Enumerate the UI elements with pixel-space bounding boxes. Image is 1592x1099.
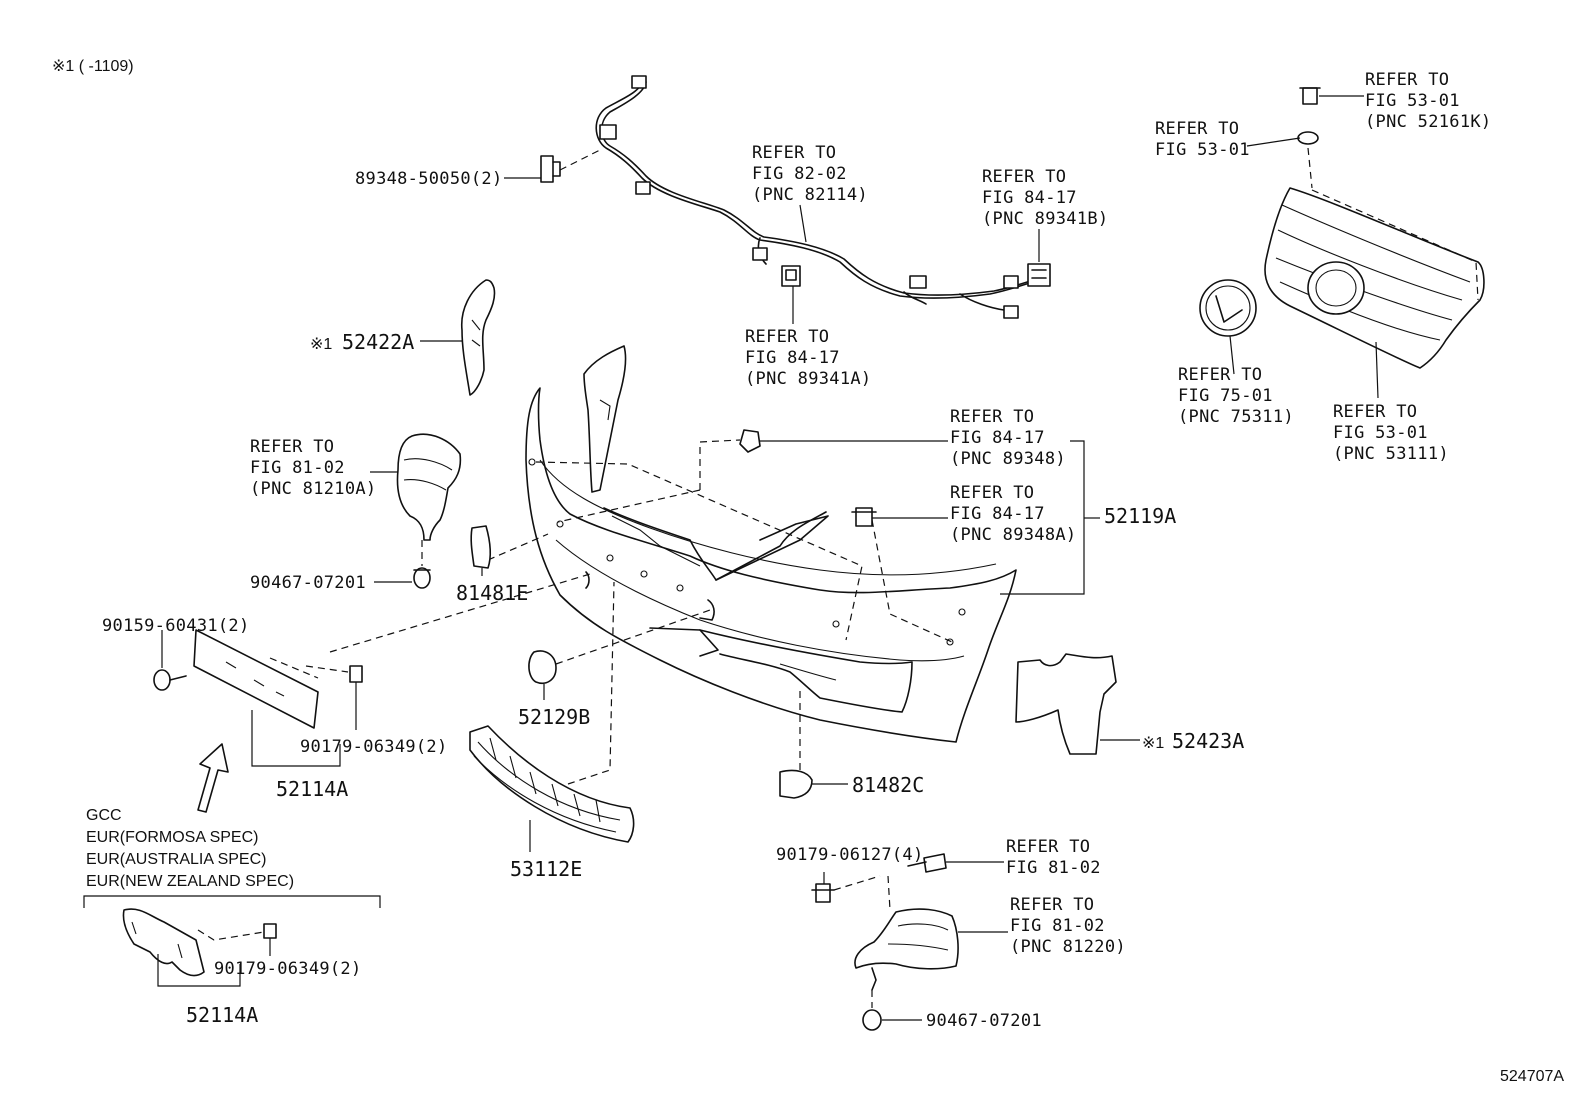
label-ref-52161k-l3: (PNC 52161K) [1365,112,1491,132]
spec-nz: EUR(NEW ZEALAND SPEC) [86,873,294,890]
label-ref-89341b-l3: (PNC 89341B) [982,209,1108,229]
wire-harness [540,75,1051,319]
arrow-icon [197,743,229,813]
plug-52129b [528,650,557,684]
label-ref-89348-l1: REFER TO [950,407,1034,427]
lower-grille-53112e [469,725,635,843]
spec-gcc: GCC [86,807,122,824]
cover-81482c [779,769,813,799]
label-ref-89348a-l2: FIG 84-17 [950,504,1045,524]
label-90467-07201-b: 90467-07201 [926,1011,1042,1031]
label-ref-52161k-l1: REFER TO [1365,70,1449,90]
label-ref-52161k-l2: FIG 53-01 [1365,91,1460,111]
label-ref-89348-l3: (PNC 89348) [950,449,1066,469]
fog-lamp-bracket-right [811,853,959,1031]
label-90467-07201-a: 90467-07201 [250,573,366,593]
figure-id-text: 524707A [1500,1068,1564,1085]
label-ref-81210a-l1: REFER TO [250,437,334,457]
label-52423a: 52423A [1172,729,1244,753]
fog-lamp-bracket-left [396,433,462,589]
clip-89348a [851,507,877,527]
mark-52423a: ※1 [1142,735,1164,752]
label-ref-81220-l3: (PNC 81220) [1010,937,1126,957]
label-ref-89341b-l2: FIG 84-17 [982,188,1077,208]
label-53112e: 53112E [510,857,582,881]
label-81481e: 81481E [456,581,528,605]
spec-australia: EUR(AUSTRALIA SPEC) [86,851,266,868]
label-ref-81210a-l2: FIG 81-02 [250,458,345,478]
label-ref-5301-l1: REFER TO [1155,119,1239,139]
label-52114a-b: 52114A [186,1003,258,1027]
label-ref-82114-l2: FIG 82-02 [752,164,847,184]
seal-52422a [461,279,496,396]
label-ref-82114-l3: (PNC 82114) [752,185,868,205]
license-bracket-52114a-alt [122,908,277,977]
label-52114a-a: 52114A [276,777,348,801]
label-90179-06127: 90179-06127(4) [776,845,924,865]
mark-52422a: ※1 [310,336,332,353]
label-52422a: 52422A [342,330,414,354]
clip-89348 [739,429,761,453]
label-ref-89348a-l1: REFER TO [950,483,1034,503]
radiator-grille [1199,87,1485,369]
label-ref-81210a-l3: (PNC 81210A) [250,479,376,499]
label-52129b: 52129B [518,705,590,729]
label-ref-81220-l1: REFER TO [1010,895,1094,915]
label-ref-89348-l2: FIG 84-17 [950,428,1045,448]
label-ref-8102b-l2: FIG 81-02 [1006,858,1101,878]
seal-52423a [1015,653,1117,755]
label-ref-53111-l3: (PNC 53111) [1333,444,1449,464]
label-90179-06349-a: 90179-06349(2) [300,737,448,757]
label-90159-60431: 90159-60431(2) [102,616,250,636]
label-90179-06349-b: 90179-06349(2) [214,959,362,979]
cover-81481e [470,525,491,569]
label-ref-75311-l1: REFER TO [1178,365,1262,385]
license-bracket-52114a [153,629,363,729]
label-ref-89341b-l1: REFER TO [982,167,1066,187]
header-note: ※1 ( -1109) [52,58,134,75]
label-ref-89341a-l1: REFER TO [745,327,829,347]
label-ref-82114-l1: REFER TO [752,143,836,163]
front-bumper-cover [525,345,1017,743]
label-ref-53111-l1: REFER TO [1333,402,1417,422]
label-ref-5301-l2: FIG 53-01 [1155,140,1250,160]
label-ref-81220-l2: FIG 81-02 [1010,916,1105,936]
label-ref-53111-l2: FIG 53-01 [1333,423,1428,443]
label-ref-75311-l3: (PNC 75311) [1178,407,1294,427]
label-ref-8102b-l1: REFER TO [1006,837,1090,857]
label-ref-89341a-l3: (PNC 89341A) [745,369,871,389]
label-ref-89341a-l2: FIG 84-17 [745,348,840,368]
spec-bracket [83,895,381,908]
label-81482c: 81482C [852,773,924,797]
label-ref-75311-l2: FIG 75-01 [1178,386,1273,406]
spec-formosa: EUR(FORMOSA SPEC) [86,829,258,846]
label-89348-50050: 89348-50050(2) [355,169,503,189]
label-52119a: 52119A [1104,504,1176,528]
label-ref-89348a-l3: (PNC 89348A) [950,525,1076,545]
